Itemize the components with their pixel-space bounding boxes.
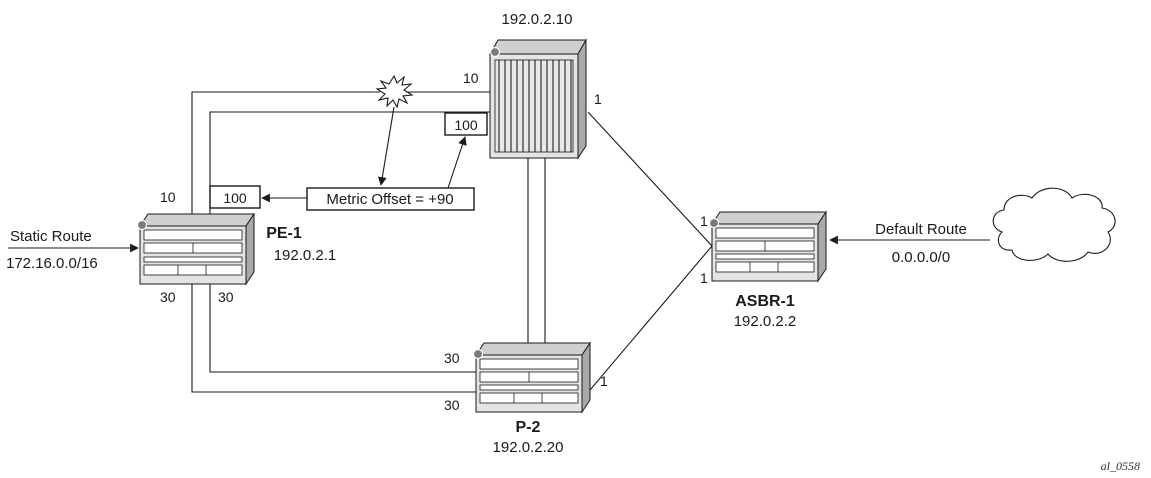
- asbr1-name: ASBR-1: [735, 293, 795, 310]
- asbr1-router-side: [817, 210, 827, 283]
- pe1-router-panel-c: [143, 256, 243, 263]
- asbr1-address: 192.0.2.2: [734, 313, 797, 330]
- default-route-label: Default Route: [875, 221, 967, 238]
- p2-router-top: [475, 342, 591, 356]
- metric-core-right: 1: [594, 91, 602, 107]
- metric-offset-box: [306, 187, 475, 211]
- core-router-led: [489, 46, 501, 58]
- core-router-top: [489, 39, 587, 55]
- asbr1-router-led: [708, 217, 720, 229]
- burst-to-offset-arrow: [377, 106, 395, 186]
- metric-asbr-top: 1: [700, 213, 708, 229]
- p2-router-panel-a: [479, 358, 579, 370]
- external-network-cloud: [992, 187, 1116, 262]
- p2-name: P-2: [516, 419, 541, 436]
- link-pe1-p2-inner: [209, 284, 476, 373]
- p2-address: 192.0.2.20: [493, 439, 564, 456]
- p2-router: [472, 341, 591, 414]
- pe1-router-panel-a: [143, 229, 243, 241]
- metric-p2-bottom: 30: [444, 397, 460, 413]
- metric-core-top: 10: [463, 70, 479, 86]
- metric-asbr-bottom: 1: [700, 270, 708, 286]
- link-pe1-core-inner: [209, 111, 490, 214]
- figure-id: al_0558: [1101, 459, 1140, 473]
- static-route-prefix: 172.16.0.0/16: [6, 255, 98, 272]
- p2-router-panel-c: [479, 384, 579, 391]
- p2-router-panel-d: [479, 392, 579, 404]
- p2-router-led: [472, 348, 484, 360]
- pe1-router-led: [136, 219, 148, 231]
- link-pe1-core-outer: [191, 91, 380, 214]
- metric-pe1-box: 100: [223, 190, 247, 206]
- pe1-router-top: [139, 213, 255, 227]
- asbr1-router-top: [711, 211, 827, 225]
- core-router-slots: [494, 59, 574, 153]
- core-router-side: [577, 38, 587, 160]
- metric-pe1-bottom-right: 30: [218, 289, 234, 305]
- pe1-metric-box: [209, 185, 261, 209]
- asbr1-router-panel-c: [715, 253, 815, 260]
- asbr1-router-panel-d: [715, 261, 815, 273]
- metric-p2-top: 30: [444, 350, 460, 366]
- core-address: 192.0.2.10: [502, 11, 573, 28]
- link-failure-burst: [375, 74, 414, 109]
- pe1-router: [136, 212, 255, 286]
- static-route-label: Static Route: [10, 228, 92, 245]
- link-pe1-p2-outer: [191, 284, 476, 393]
- core-router: [489, 38, 587, 160]
- asbr1-router-panel-a: [715, 227, 815, 239]
- metric-p2-right: 1: [600, 373, 608, 389]
- default-route-prefix: 0.0.0.0/0: [892, 249, 950, 266]
- links: [191, 91, 713, 393]
- offset-to-core-arrow: [447, 136, 467, 189]
- metric-offset-label: Metric Offset = +90: [326, 191, 453, 208]
- core-metric-box: [444, 112, 488, 136]
- metric-pe1-top: 10: [160, 189, 176, 205]
- p2-router-side: [581, 341, 591, 414]
- metric-pe1-bottom-left: 30: [160, 289, 176, 305]
- asbr1-router: [708, 210, 827, 283]
- pe1-address: 192.0.2.1: [274, 247, 337, 264]
- link-core-asbr1: [587, 111, 713, 247]
- pe1-router-side: [245, 212, 255, 286]
- link-p2-asbr1: [589, 245, 713, 391]
- metric-core-box: 100: [454, 117, 478, 133]
- pe1-router-panel-d: [143, 264, 243, 276]
- pe1-name: PE-1: [266, 225, 302, 242]
